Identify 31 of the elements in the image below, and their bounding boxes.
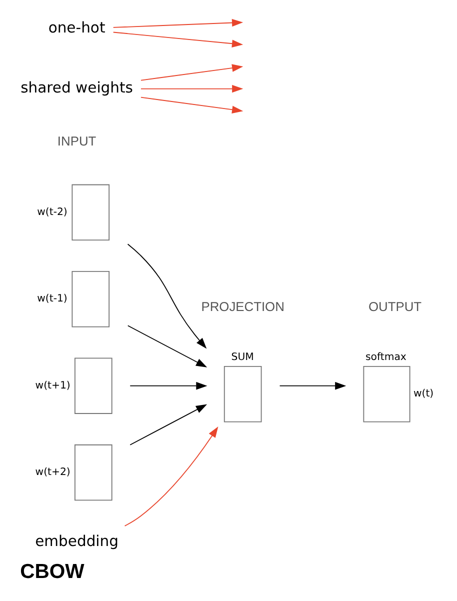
node-label: SUM	[230, 352, 254, 363]
arrow	[129, 404, 207, 446]
node-text: shared weights	[20, 79, 132, 96]
node-text: embedding	[34, 533, 118, 550]
arrow	[140, 84, 243, 93]
arrow	[126, 325, 207, 368]
label: INPUT	[56, 134, 96, 149]
arrow	[124, 426, 218, 526]
node-box	[74, 358, 112, 414]
node-label: w(t-1)	[36, 294, 67, 305]
node-label: w(t-2)	[36, 206, 67, 218]
node-label: w(t)	[412, 388, 434, 400]
label: OUTPUT	[368, 298, 422, 314]
arrow	[278, 382, 346, 390]
node-text: one-hot	[48, 19, 105, 36]
arrow	[126, 244, 206, 349]
node-box	[71, 270, 110, 328]
node-box	[74, 444, 112, 501]
node-label: w(t+2)	[34, 467, 70, 478]
node-box	[362, 366, 410, 422]
arrow	[140, 64, 243, 81]
caption: CBOW	[20, 561, 84, 584]
node-label: w(t+1)	[34, 380, 70, 392]
label: PROJECTION	[200, 298, 284, 314]
arrow	[112, 18, 243, 28]
node-box	[71, 184, 110, 241]
arrow	[140, 96, 243, 114]
arrow	[129, 382, 207, 390]
node-box	[223, 366, 262, 422]
node-label: softmax	[365, 352, 406, 363]
arrow	[112, 32, 243, 48]
